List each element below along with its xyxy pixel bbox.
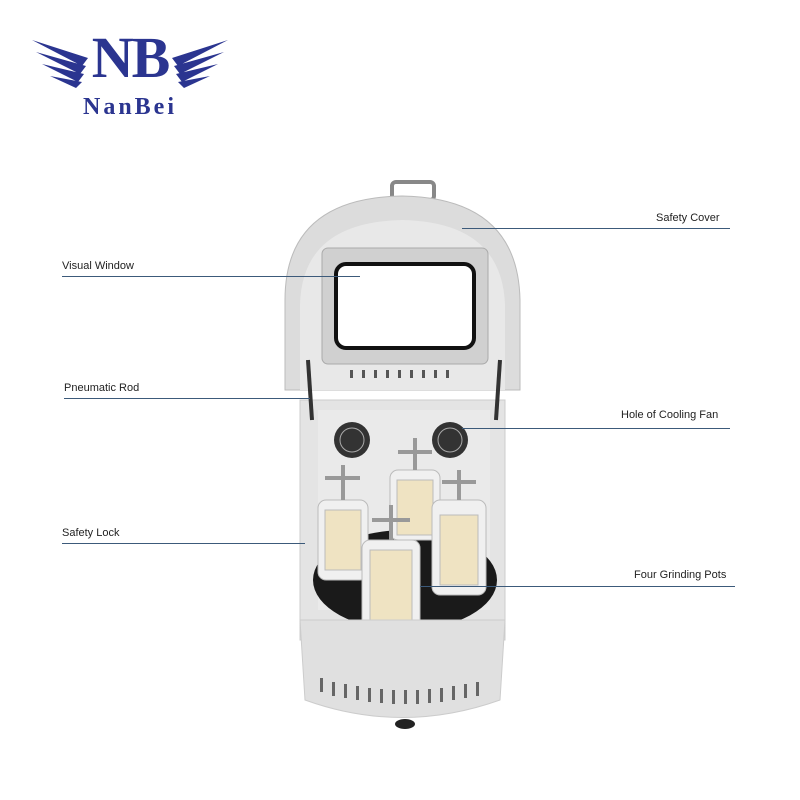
label-grinding-pots: Four Grinding Pots [634,569,727,581]
right-wing-icon [172,40,228,88]
label-cooling-fan: Hole of Cooling Fan [621,409,719,421]
logo-mark: NB [91,25,171,90]
label-pneumatic-rod: Pneumatic Rod [64,382,140,394]
label-visual-window: Visual Window [62,260,134,272]
leader-line-safety-lock [62,543,305,544]
leader-line-grinding-pots [420,586,735,587]
leader-line-pneumatic-rod [64,398,310,399]
leader-line-cooling-fan [462,428,730,429]
left-wing-icon [32,40,88,88]
logo-name: NanBei [82,94,177,120]
label-safety-cover: Safety Cover [656,212,720,224]
label-safety-lock: Safety Lock [62,527,120,539]
leader-line-visual-window [62,276,360,277]
leader-line-safety-cover [462,228,730,229]
nanbei-logo: NB NanBei [30,22,230,127]
